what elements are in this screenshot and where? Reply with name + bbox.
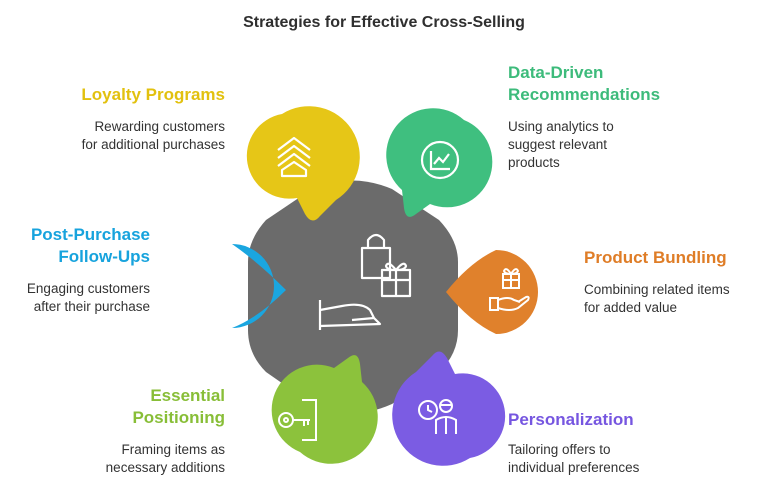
heading-line: Personalization [508, 410, 634, 429]
heading-loyalty-programs: Loyalty Programs [30, 84, 225, 106]
heading-line: Product Bundling [584, 248, 727, 267]
desc-line: Engaging customers [26, 281, 150, 296]
heading-personalization: Personalization [508, 409, 708, 431]
desc-data-driven-recommendations: Using analytics to suggest relevant produc… [508, 118, 748, 172]
chevrons-up-icon [277, 136, 311, 178]
desc-essential-positioning: Framing items as necessary additions [30, 441, 225, 477]
diagram-title: Strategies for Effective Cross-Selling [243, 14, 525, 31]
desc-line: products [508, 155, 560, 170]
person-clock-icon [418, 399, 457, 434]
desc-line: for added value [584, 300, 678, 315]
desc-line: suggest relevant [508, 137, 608, 152]
heading-line: Data-Driven [508, 63, 604, 82]
heading-product-bundling: Product Bundling [584, 247, 764, 269]
heading-line: Recommendations [508, 85, 661, 104]
desc-loyalty-programs: Rewarding customers for additional purcha… [30, 118, 225, 154]
heading-line: Essential [150, 386, 225, 405]
desc-line: Combining related items [584, 282, 730, 297]
desc-line: after their purchase [33, 299, 150, 314]
petal-post-purchase-follow-ups [192, 244, 286, 328]
line-chart-icon [420, 140, 460, 180]
desc-line: Using analytics to [508, 119, 614, 134]
desc-line: individual preferences [508, 460, 640, 475]
desc-line: Tailoring offers to [508, 442, 611, 457]
envelope-reply-icon [192, 269, 232, 308]
desc-line: Rewarding customers [94, 119, 225, 134]
gift-hand-icon [489, 268, 530, 311]
petal-loyalty-programs [246, 106, 360, 221]
petal-essential-positioning [271, 355, 378, 464]
petal-product-bundling [446, 250, 538, 334]
desc-product-bundling: Combining related items for added value [584, 281, 764, 317]
petal-personalization [392, 351, 506, 466]
center-hexagon [248, 180, 458, 413]
desc-post-purchase-follow-ups: Engaging customers after their purchase [0, 280, 150, 316]
desc-line: necessary additions [105, 460, 225, 475]
heading-line: Follow-Ups [58, 247, 150, 266]
heading-line: Positioning [132, 408, 225, 427]
desc-line: Framing items as [121, 442, 225, 457]
shopping-bag-gift-hand-icon [318, 233, 412, 330]
key-door-icon [278, 399, 317, 441]
heading-line: Post-Purchase [30, 225, 150, 244]
petal-data-driven-recommendations [386, 108, 493, 217]
desc-line: for additional purchases [81, 137, 225, 152]
heading-line: Loyalty Programs [81, 85, 225, 104]
desc-personalization: Tailoring offers to individual preference… [508, 441, 708, 477]
